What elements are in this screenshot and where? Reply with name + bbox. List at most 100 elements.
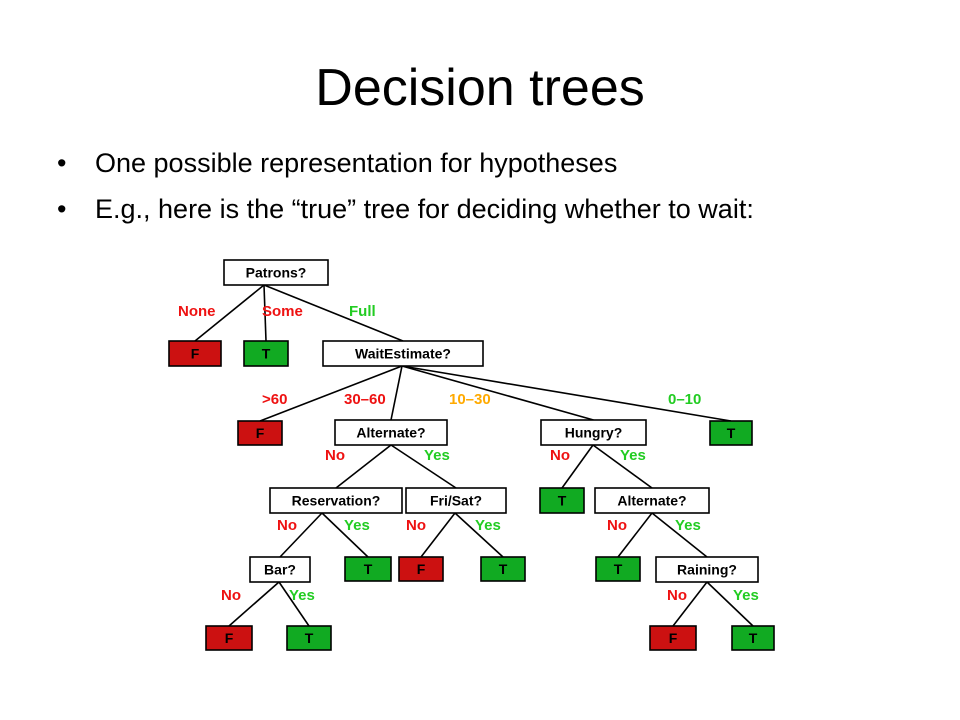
node-label: F xyxy=(669,630,678,646)
node-label: F xyxy=(225,630,234,646)
node-label: T xyxy=(305,630,314,646)
tree-edge-frisat-leaf-fri-yes xyxy=(454,512,504,558)
attribute-node-hungry: Hungry? xyxy=(540,419,647,446)
tree-edge-hungry-alternate2 xyxy=(592,444,653,489)
bullet-list: One possible representation for hypothes… xyxy=(55,140,754,232)
leaf-node-leaf-fri-no: F xyxy=(398,556,444,582)
node-label: Raining? xyxy=(677,562,737,578)
node-label: Alternate? xyxy=(617,493,686,509)
edge-label-leaf-bar-no: No xyxy=(221,587,241,604)
tree-edge-waitestimate-alternate1 xyxy=(390,365,403,421)
node-label: T xyxy=(749,630,758,646)
bullet-item: One possible representation for hypothes… xyxy=(55,140,754,186)
edge-label-frisat: Yes xyxy=(424,447,450,464)
leaf-node-leaf-rain-yes: T xyxy=(731,625,775,651)
tree-edge-alternate1-reservation xyxy=(335,444,392,489)
edge-label-leaf-res-yes: Yes xyxy=(344,517,370,534)
tree-edge-waitestimate-hungry xyxy=(401,365,594,421)
edge-label-hungry: 10–30 xyxy=(449,391,491,408)
node-box xyxy=(655,556,759,583)
node-box xyxy=(731,625,775,651)
node-box xyxy=(344,556,392,582)
node-label: Alternate? xyxy=(356,425,425,441)
edge-label-leaf-rain-no: No xyxy=(667,587,687,604)
leaf-node-leaf-bar-yes: T xyxy=(286,625,332,651)
node-label: T xyxy=(614,561,623,577)
attribute-node-reservation: Reservation? xyxy=(269,487,403,514)
edge-label-reservation: No xyxy=(325,447,345,464)
tree-edge-patrons-leaf-some xyxy=(263,284,267,342)
node-box xyxy=(595,556,641,582)
node-box xyxy=(594,487,710,514)
node-label: Fri/Sat? xyxy=(430,493,482,509)
edge-label-waitestimate: Full xyxy=(349,303,376,320)
tree-nodes: Patrons? F T WaitEstimate? F Alternate? Hungry… xyxy=(168,259,775,651)
node-label: T xyxy=(364,561,373,577)
edge-label-leaf-some: Some xyxy=(262,303,303,320)
edge-label-leaf-fri-no: No xyxy=(406,517,426,534)
node-label: T xyxy=(727,425,736,441)
edge-label-bar: No xyxy=(277,517,297,534)
node-box xyxy=(539,487,585,514)
node-box xyxy=(398,556,444,582)
edge-label-leaf-bar-yes: Yes xyxy=(289,587,315,604)
bullet-item: E.g., here is the “true” tree for decidi… xyxy=(55,186,754,232)
leaf-node-leaf-none: F xyxy=(168,340,222,367)
node-box xyxy=(243,340,289,367)
node-label: Patrons? xyxy=(246,265,307,281)
node-box xyxy=(480,556,526,582)
node-box xyxy=(649,625,697,651)
tree-edge-alternate2-leaf-alt2-no xyxy=(617,512,653,558)
node-box xyxy=(237,420,283,446)
node-label: F xyxy=(417,561,426,577)
tree-edge-waitestimate-leaf-60 xyxy=(259,365,403,422)
attribute-node-alternate2: Alternate? xyxy=(594,487,710,514)
node-box xyxy=(322,340,484,367)
tree-edge-raining-leaf-rain-yes xyxy=(706,581,754,627)
node-box xyxy=(334,419,448,446)
tree-edge-bar-leaf-bar-no xyxy=(228,581,280,627)
tree-edge-patrons-leaf-none xyxy=(194,284,265,342)
attribute-node-patrons: Patrons? xyxy=(223,259,329,286)
leaf-node-leaf-bar-no: F xyxy=(205,625,253,651)
node-label: T xyxy=(262,346,271,362)
node-box xyxy=(286,625,332,651)
tree-edge-alternate1-frisat xyxy=(390,444,457,489)
tree-edge-waitestimate-leaf-010 xyxy=(401,365,732,422)
edge-label-alternate2: Yes xyxy=(620,447,646,464)
node-box xyxy=(168,340,222,367)
edge-label-leaf-010: 0–10 xyxy=(668,391,701,408)
node-label: WaitEstimate? xyxy=(355,346,451,362)
edge-label-leaf-fri-yes: Yes xyxy=(475,517,501,534)
leaf-node-leaf-some: T xyxy=(243,340,289,367)
edge-label-leaf-60: >60 xyxy=(262,391,287,408)
attribute-node-raining: Raining? xyxy=(655,556,759,583)
attribute-node-waitestimate: WaitEstimate? xyxy=(322,340,484,367)
edge-label-alternate1: 30–60 xyxy=(344,391,386,408)
tree-edge-hungry-leaf-hungry-no xyxy=(561,444,594,489)
attribute-node-frisat: Fri/Sat? xyxy=(405,487,507,514)
tree-edge-reservation-leaf-res-yes xyxy=(321,512,369,558)
tree-edge-bar-leaf-bar-yes xyxy=(278,581,310,627)
node-box xyxy=(269,487,403,514)
node-box xyxy=(223,259,329,286)
tree-edge-alternate2-raining xyxy=(651,512,708,558)
node-label: Bar? xyxy=(264,562,296,578)
tree-edge-raining-leaf-rain-no xyxy=(672,581,708,627)
node-label: T xyxy=(499,561,508,577)
edge-label-leaf-none: None xyxy=(178,303,216,320)
edge-label-leaf-alt2-no: No xyxy=(607,517,627,534)
tree-edge-patrons-waitestimate xyxy=(263,284,404,342)
node-box xyxy=(205,625,253,651)
node-box xyxy=(249,556,311,583)
tree-edge-frisat-leaf-fri-no xyxy=(420,512,456,558)
node-label: F xyxy=(191,346,200,362)
node-box xyxy=(709,420,753,446)
slide-title: Decision trees xyxy=(315,59,645,117)
leaf-node-leaf-fri-yes: T xyxy=(480,556,526,582)
leaf-node-leaf-60: F xyxy=(237,420,283,446)
node-label: Hungry? xyxy=(565,425,623,441)
leaf-node-leaf-hungry-no: T xyxy=(539,487,585,514)
